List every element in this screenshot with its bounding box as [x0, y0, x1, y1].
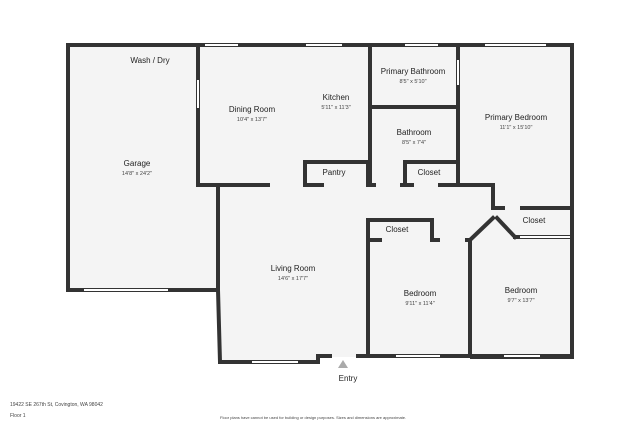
room-kitchen-name: Kitchen: [323, 93, 350, 102]
door-openings: [324, 182, 520, 243]
entry-arrow-icon: [338, 360, 348, 368]
room-bathroom-dims: 8'5" x 7'4": [402, 140, 426, 146]
room-kitchen-dims: 5'11" x 11'3": [321, 105, 350, 111]
room-labels: Wash / Dry Garage 14'8" x 24'2" Dining R…: [122, 56, 548, 383]
windows: [84, 44, 570, 363]
room-wash-dry-name: Wash / Dry: [130, 56, 169, 65]
room-bedroom1-dims: 9'11" x 11'4": [405, 301, 434, 307]
room-living-dims: 14'6" x 17'7": [278, 276, 308, 282]
room-primary-bedroom-name: Primary Bedroom: [485, 113, 548, 122]
room-bedroom2-dims: 9'7" x 13'7": [507, 298, 534, 304]
room-closet-bedroom-name: Closet: [386, 225, 409, 234]
floor-label: Floor 1: [10, 413, 26, 419]
room-primary-bath-name: Primary Bathroom: [381, 67, 446, 76]
disclaimer-text: Floor plans have cannot be used for buil…: [220, 415, 407, 420]
room-garage-name: Garage: [124, 159, 151, 168]
room-pantry-name: Pantry: [322, 168, 345, 177]
room-closet-hall-name: Closet: [418, 168, 441, 177]
address-text: 19422 SE 267th St, Covington, WA 98042: [10, 402, 103, 408]
room-primary-bedroom-dims: 11'1" x 15'10": [500, 125, 533, 131]
room-living-name: Living Room: [271, 264, 316, 273]
room-primary-bath-dims: 8'5" x 5'10": [399, 79, 426, 85]
room-bathroom-name: Bathroom: [397, 128, 432, 137]
room-bedroom2-name: Bedroom: [505, 286, 538, 295]
room-bedroom1-name: Bedroom: [404, 289, 437, 298]
floor-fill: [68, 45, 572, 362]
entry-label: Entry: [339, 374, 358, 383]
room-dining-name: Dining Room: [229, 105, 276, 114]
room-dining-dims: 10'4" x 13'7": [237, 117, 267, 123]
room-closet-right-name: Closet: [523, 216, 546, 225]
room-garage-dims: 14'8" x 24'2": [122, 171, 152, 177]
